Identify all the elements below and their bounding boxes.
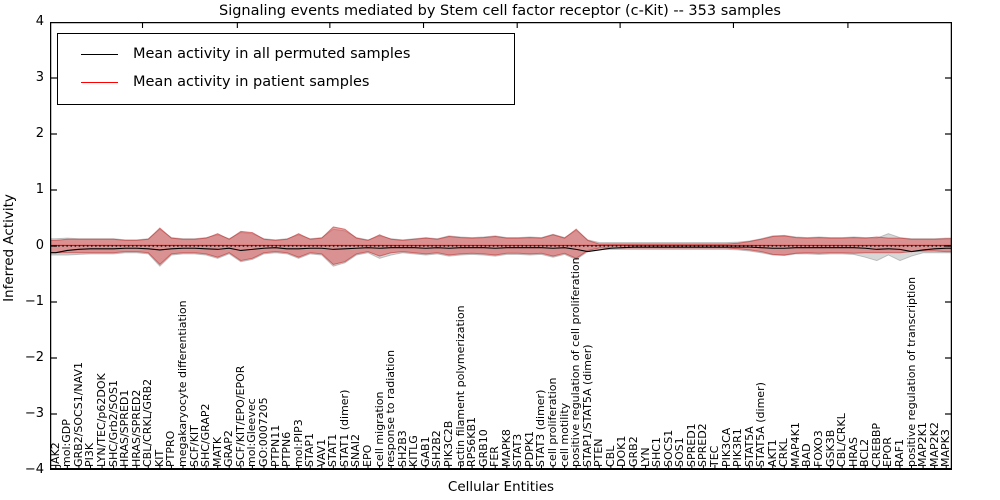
- x-tick-label: MAP2K2: [927, 422, 941, 467]
- x-tick-label: SHC/Grb2/SOS1: [106, 380, 120, 467]
- x-tick-label: FER: [488, 446, 502, 467]
- x-tick-label: mol:PIP3: [291, 419, 305, 467]
- x-tick-label: actin filament polymerization: [453, 305, 467, 467]
- permuted-line-swatch-icon: [81, 53, 118, 55]
- x-tick-label: SOS1: [673, 437, 687, 467]
- x-tick-label: GSK3B: [823, 429, 837, 467]
- x-tick-label: LYN/TEC/p62DOK: [95, 373, 109, 467]
- x-tick-label: GRB10: [476, 429, 490, 467]
- x-tick-label: BAD: [800, 443, 814, 467]
- x-tick-label: SCF/KIT: [187, 425, 201, 467]
- x-tick-label: megakaryocyte differentiation: [175, 300, 189, 467]
- x-tick-label: mol:Gleevec: [245, 398, 259, 467]
- legend-item-permuted: Mean activity in all permuted samples: [58, 40, 514, 68]
- x-tick-label: FOXO3: [812, 430, 825, 467]
- x-tick-label: STAT5A (dimer): [754, 382, 768, 467]
- x-tick-label: SHC/GRAP2: [199, 403, 213, 467]
- y-tick-label: −3: [24, 406, 44, 421]
- x-tick-label: mol:GDP: [60, 419, 74, 467]
- x-tick-label: MAP2K1: [916, 422, 930, 467]
- x-tick-label: PTPN6: [280, 431, 294, 467]
- x-tick-label: GRAP2: [222, 430, 236, 467]
- y-tick-label: −4: [24, 462, 44, 477]
- x-tick-label: STAP1: [303, 432, 317, 467]
- x-tick-label: SPRED2: [696, 423, 710, 467]
- plot-area: [50, 22, 952, 470]
- x-tick-label: STAT5A: [742, 426, 756, 467]
- x-tick-label: EPO: [361, 444, 374, 467]
- x-axis-label: Cellular Entities: [447, 479, 555, 495]
- legend: Mean activity in all permuted samples Me…: [57, 33, 515, 105]
- x-tick-label: CBL/CRKL/GRB2: [141, 378, 155, 467]
- x-tick-label: DOK1: [615, 435, 629, 467]
- x-tick-label: RAF1: [892, 438, 906, 467]
- x-tick-label: LYN: [638, 447, 652, 467]
- x-tick-label: positive regulation of transcription: [904, 276, 918, 467]
- x-tick-label: STAT3: [511, 433, 525, 467]
- x-tick-label: PIK3R1: [731, 428, 745, 467]
- x-tick-label: TEC: [707, 445, 721, 467]
- x-tick-label: SHC1: [650, 437, 664, 467]
- x-tick-label: MAPK3: [939, 429, 953, 467]
- x-tick-label: SH2B2: [430, 430, 444, 467]
- x-tick-label: cell proliferation: [546, 377, 560, 467]
- x-tick-label: cell migration: [372, 391, 386, 467]
- x-tick-label: EPOR: [881, 437, 895, 467]
- y-tick-label: −1: [24, 294, 44, 309]
- y-tick-label: 3: [35, 70, 44, 85]
- patient-line-swatch-icon: [81, 81, 118, 83]
- x-tick-label: GO:0007205: [256, 397, 270, 467]
- x-tick-label: KITLG: [407, 435, 421, 467]
- x-tick-label: STAT1: [326, 433, 340, 467]
- x-tick-label: PI3K: [83, 442, 97, 467]
- x-tick-label: GRB2: [626, 436, 640, 467]
- x-tick-label: PTEN: [592, 438, 606, 467]
- x-tick-label: positive regulation of cell proliferatio…: [569, 257, 583, 467]
- legend-item-patient: Mean activity in patient samples: [58, 68, 514, 96]
- x-tick-label: STAT3 (dimer): [534, 389, 548, 467]
- x-tick-label: PIK3C2B: [441, 420, 455, 467]
- y-tick-label: 1: [35, 182, 44, 197]
- legend-label: Mean activity in all permuted samples: [133, 46, 411, 62]
- y-tick-label: 0: [35, 238, 44, 253]
- x-tick-label: PIK3CA: [719, 427, 733, 467]
- x-tick-label: SNAI2: [349, 434, 363, 467]
- chart-title: Signaling events mediated by Stem cell f…: [219, 3, 781, 19]
- x-tick-label: HRAS/SPRED1: [118, 389, 132, 467]
- x-tick-label: CRKL: [777, 438, 791, 467]
- y-tick-label: −2: [24, 350, 44, 365]
- x-tick-label: PTPRO: [164, 430, 178, 467]
- y-tick-label: 4: [35, 14, 44, 29]
- x-tick-label: BCL2: [858, 438, 872, 467]
- permuted-mean-line: [50, 246, 952, 254]
- legend-label: Mean activity in patient samples: [133, 74, 370, 90]
- y-tick-label: 2: [35, 126, 44, 141]
- x-tick-label: RPS6KB1: [465, 416, 479, 467]
- x-tick-label: cell motility: [557, 402, 571, 467]
- x-tick-label: response to radiation: [384, 349, 398, 467]
- x-tick-label: PTPN11: [268, 424, 282, 467]
- x-tick-label: CBL/CRKL: [835, 413, 849, 467]
